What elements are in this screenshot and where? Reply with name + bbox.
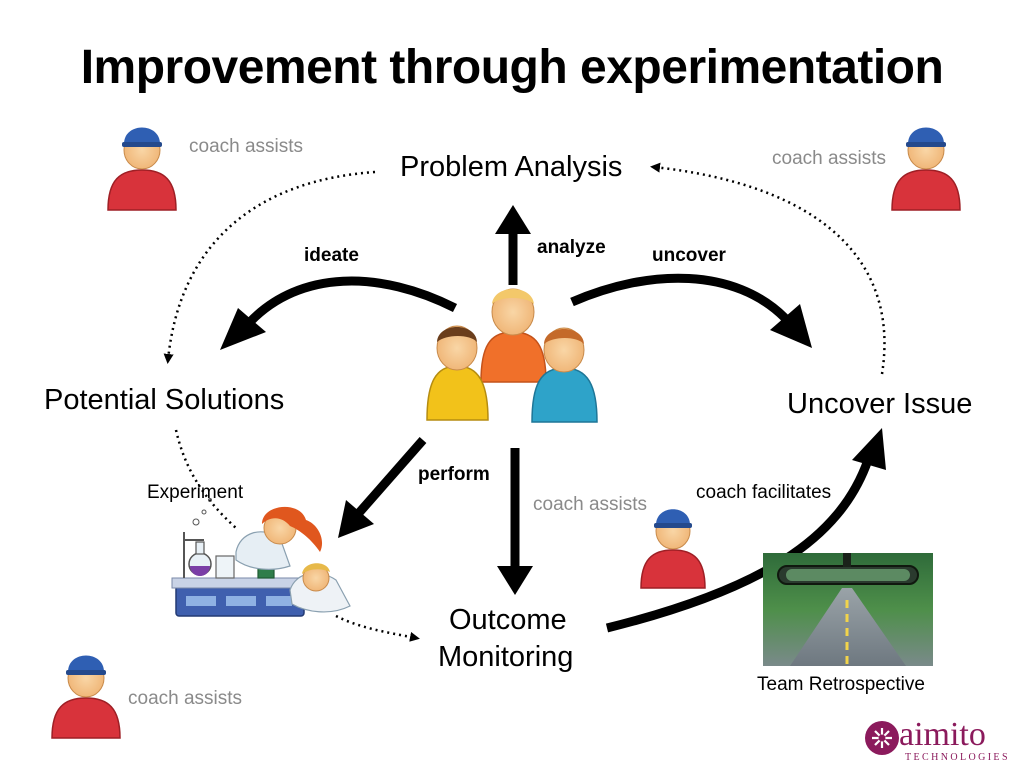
node-uncover-issue: Uncover Issue: [787, 388, 973, 420]
coach-label-top-left: coach assists: [189, 136, 304, 157]
coach-middle: [640, 509, 706, 589]
logo-subtitle: TECHNOLOGIES: [905, 752, 1010, 763]
verb-perform: perform: [418, 464, 490, 485]
coach-label-facilitates: coach facilitates: [696, 482, 832, 503]
person-orange: [480, 288, 547, 383]
team-icon: [426, 288, 598, 423]
perform-arrow-experiment: [338, 437, 427, 538]
team-retrospective-photo: [763, 553, 933, 666]
ideate-arrow: [220, 276, 458, 350]
coach-label-middle: coach assists: [533, 494, 648, 515]
experiment-illustration: [171, 498, 351, 617]
node-problem-analysis: Problem Analysis: [400, 151, 623, 183]
dotted-solutions-to-experiment: [174, 429, 237, 529]
perform-arrow-down: [497, 448, 533, 595]
node-potential-solutions: Potential Solutions: [44, 384, 285, 416]
dotted-experiment-to-outcome: [335, 614, 420, 642]
verb-uncover: uncover: [652, 245, 726, 266]
caption-team-retrospective: Team Retrospective: [757, 674, 925, 695]
uncover-arrow: [570, 273, 812, 348]
logo-word: aimito: [899, 716, 986, 753]
coach-top-left: [107, 127, 177, 211]
dotted-arrows: [163, 162, 886, 642]
coach-label-top-right: coach assists: [772, 148, 887, 169]
page-title: Improvement through experimentation: [80, 41, 944, 94]
verb-analyze: analyze: [537, 237, 606, 258]
analyze-arrow: [495, 205, 531, 285]
verb-ideate: ideate: [304, 245, 359, 266]
person-yellow: [426, 325, 489, 421]
coach-top-right: [891, 127, 961, 211]
logo-wordmark: Caimito: [899, 716, 986, 754]
dotted-uncover-to-problem: [650, 162, 886, 375]
dotted-problem-to-solutions: [163, 170, 376, 364]
node-outcome-monitoring-line1: Outcome: [449, 604, 567, 636]
coach-label-bottom-left: coach assists: [128, 688, 243, 709]
node-outcome-monitoring-line2: Monitoring: [438, 641, 574, 673]
caimito-logo-mark: [865, 721, 899, 755]
person-blue: [531, 327, 598, 423]
coach-bottom-left: [51, 655, 121, 739]
caption-experiment: Experiment: [147, 482, 244, 503]
